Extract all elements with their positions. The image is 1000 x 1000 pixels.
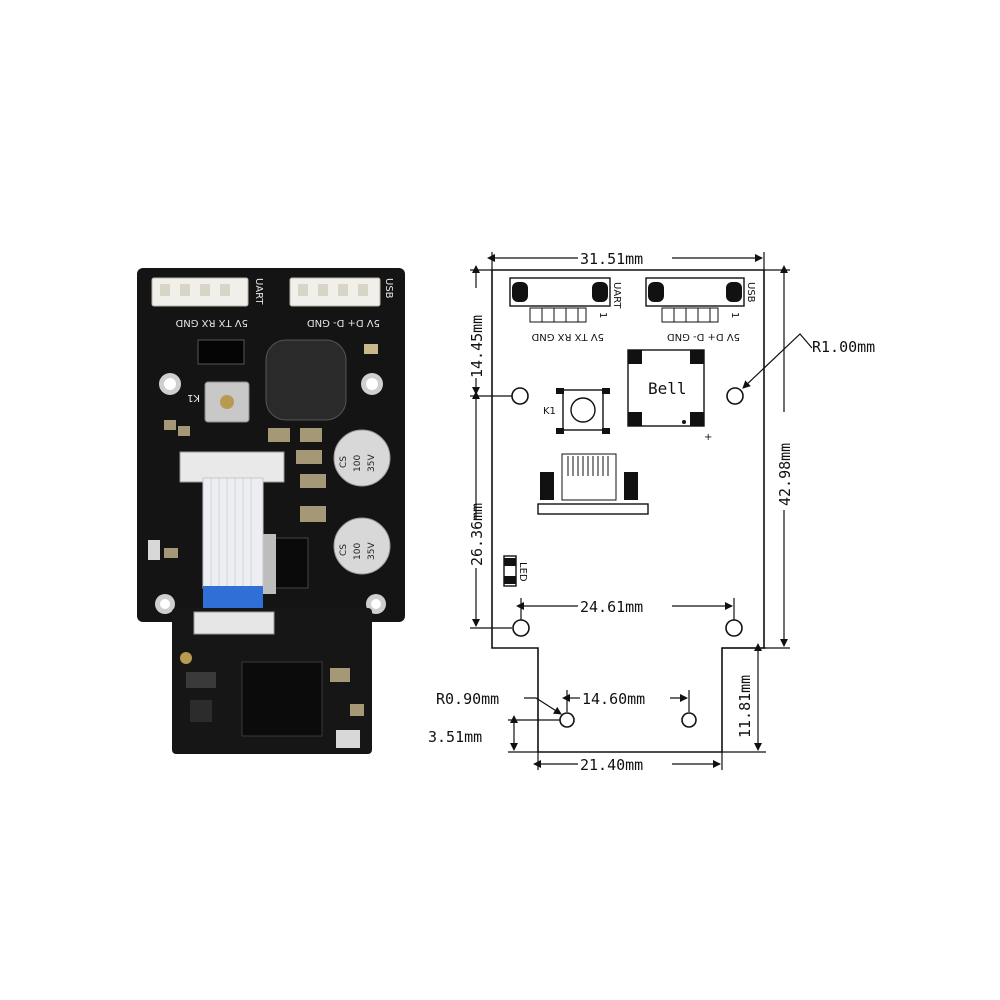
hole-right-top (726, 387, 744, 405)
dim-tab-height-label: 11.81mm (736, 675, 754, 738)
svg-text:35V: 35V (367, 542, 377, 560)
dim-height-right (764, 265, 790, 649)
drawing-k1-switch (556, 388, 610, 434)
svg-text:100: 100 (353, 455, 363, 472)
hole-left-bottom (512, 619, 530, 637)
dim-hole-spacing-small (562, 690, 690, 712)
dim-offset-top-hole-label: 14.45mm (468, 315, 486, 378)
drawing-bell-buzzer (627, 349, 705, 427)
svg-text:CS: CS (339, 544, 349, 556)
hole-tab-right (681, 712, 697, 728)
drawing-usb-label: USB (745, 282, 756, 303)
dim-width-top-label: 31.51mm (580, 250, 643, 268)
dim-radius-small (524, 697, 562, 715)
drawing-led (503, 555, 517, 587)
drawing-uart-label: UART (611, 282, 622, 309)
dim-tab-width-label: 21.40mm (580, 756, 643, 774)
dim-offset-left-hole (470, 391, 512, 629)
uart-connector (151, 277, 249, 307)
ribbon-tip (203, 586, 263, 612)
svg-text:CS: CS (339, 456, 349, 468)
dim-offset-left-hole-label: 26.36mm (468, 503, 486, 566)
drawing-uart-connector (509, 277, 611, 323)
dim-hole-spacing-main-label: 24.61mm (580, 598, 643, 616)
dim-hole-spacing-small-label: 14.60mm (582, 690, 645, 708)
capacitor-2: CS 100 35V (333, 517, 391, 575)
buzzer (265, 339, 347, 421)
pcb-photo: UART 5V TX RX GND USB 5V D+ D- GND K1 CS (137, 268, 405, 754)
photo-usb-label: USB (383, 278, 394, 299)
capacitor-1: CS 100 35V (333, 429, 391, 487)
drawing-bell-plus: + (704, 432, 712, 443)
dim-offset-small-hole-label: 3.51mm (428, 728, 482, 746)
drawing-k1-label: K1 (543, 406, 556, 417)
drawing-usb-connector (645, 277, 745, 323)
hole-right-bottom (725, 619, 743, 637)
dim-radius-small-label: R0.90mm (436, 690, 499, 708)
photo-usb-pins: 5V D+ D- GND (307, 317, 380, 328)
dim-offset-small-hole (508, 715, 560, 753)
dim-hole-spacing-main (516, 598, 735, 620)
drawing-uart-pins: 5V TX RX GND (531, 331, 604, 342)
drawing-fpc-connector (537, 453, 649, 515)
dim-width-top (487, 252, 765, 270)
drawing-usb-pins: 5V D+ D- GND (667, 331, 740, 342)
svg-text:100: 100 (353, 543, 363, 560)
dim-radius-large-label: R1.00mm (812, 338, 875, 356)
svg-text:35V: 35V (367, 454, 377, 472)
dim-radius-large (742, 333, 813, 389)
dim-tab-height (722, 643, 766, 753)
ribbon-cable (202, 477, 264, 589)
fpc-connector (179, 451, 285, 483)
drawing-led-label: LED (517, 562, 528, 582)
usb-connector (289, 277, 381, 307)
photo-uart-label: UART (253, 278, 264, 305)
dim-tab-width (533, 752, 723, 770)
tact-switch (204, 381, 250, 423)
photo-k1-label: K1 (187, 392, 200, 403)
hole-tab-left (559, 712, 575, 728)
drawing-bell-label: Bell (648, 379, 687, 398)
drawing-pin1-usb: 1 (729, 312, 740, 318)
dim-height-right-label: 42.98mm (776, 443, 794, 506)
photo-uart-pins: 5V TX RX GND (175, 317, 248, 328)
mounting-holes (155, 373, 386, 614)
hole-left-top (511, 387, 529, 405)
drawing-pin1-uart: 1 (597, 312, 608, 318)
